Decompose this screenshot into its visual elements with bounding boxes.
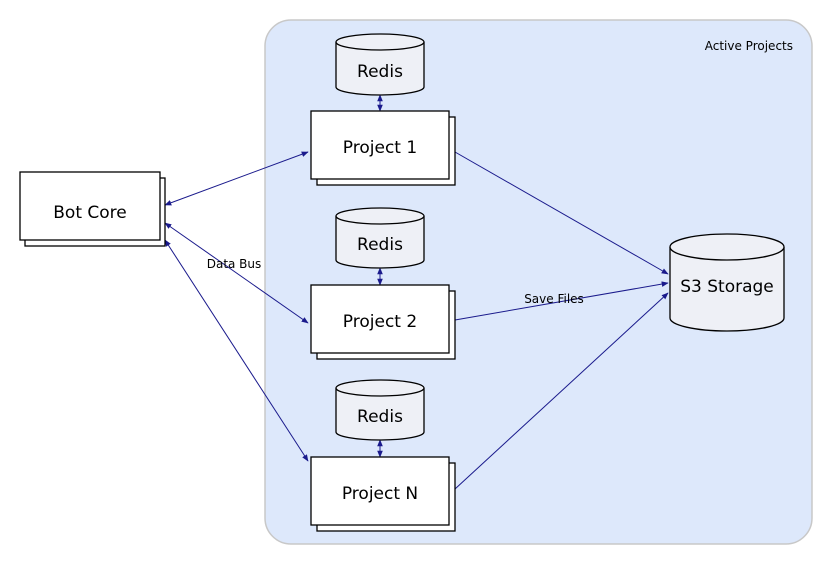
edge-project2-s3 bbox=[454, 281, 669, 321]
save-files-label: Save Files bbox=[524, 292, 584, 306]
s3-storage-label: S3 Storage bbox=[680, 277, 774, 297]
redis-1-label: Redis bbox=[357, 62, 403, 82]
redis-n-label: Redis bbox=[357, 407, 403, 427]
project-1-node: Project 1 bbox=[310, 110, 456, 186]
redis-n-db: Redis bbox=[335, 379, 425, 441]
edge-botcore-projectn bbox=[164, 239, 309, 462]
bot-core-node: Bot Core bbox=[19, 171, 166, 247]
cluster-label: Active Projects bbox=[705, 39, 793, 53]
project-1-label: Project 1 bbox=[343, 138, 417, 158]
edges bbox=[164, 94, 669, 490]
project-2-node: Project 2 bbox=[310, 284, 456, 360]
redis-1-db: Redis bbox=[335, 33, 425, 96]
edge-project1-s3 bbox=[454, 151, 669, 275]
s3-storage-db: S3 Storage bbox=[669, 233, 785, 332]
bot-core-label: Bot Core bbox=[53, 203, 126, 223]
project-n-label: Project N bbox=[342, 484, 418, 504]
edge-projectn-s3 bbox=[454, 292, 669, 490]
edge-botcore-project1 bbox=[164, 151, 309, 206]
project-2-label: Project 2 bbox=[343, 312, 417, 332]
redis-2-label: Redis bbox=[357, 235, 403, 255]
data-bus-label: Data Bus bbox=[207, 257, 262, 271]
project-n-node: Project N bbox=[310, 456, 456, 532]
redis-2-db: Redis bbox=[335, 207, 425, 269]
